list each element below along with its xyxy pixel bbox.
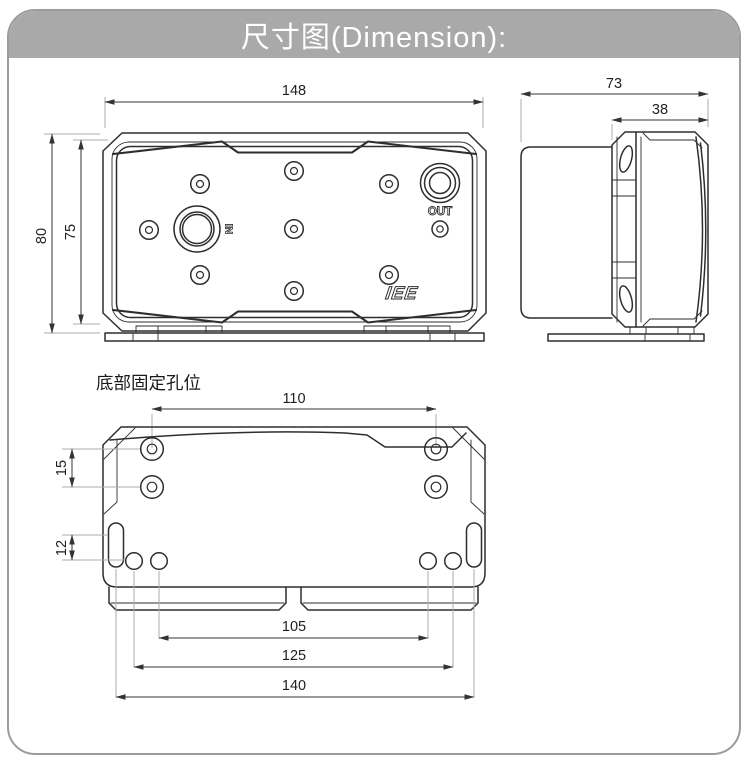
brand-logo: IEE	[384, 283, 419, 303]
front-inner-border-thin	[111, 141, 478, 323]
page-title: 尺寸图(Dimension):	[240, 21, 508, 54]
bottom-tabs	[108, 586, 479, 611]
dim-110: 110	[151, 391, 437, 448]
dim-80: 80	[34, 133, 100, 334]
left-slot	[107, 522, 125, 568]
right-slot	[465, 522, 483, 568]
bottom-plate-outline	[102, 426, 486, 588]
bottom-left-fold	[103, 427, 136, 515]
dim-label-73: 73	[606, 76, 622, 92]
dim-125: 125	[133, 648, 454, 670]
out-port: OUT	[419, 162, 461, 218]
header-bar: 尺寸图(Dimension):	[9, 11, 739, 58]
dim-105: 105	[158, 619, 429, 641]
dim-label-38: 38	[652, 102, 668, 118]
dim-label-75: 75	[63, 224, 79, 240]
dim-label-105: 105	[282, 619, 306, 635]
front-bottom-accent	[111, 308, 478, 324]
mounting-holes	[139, 436, 449, 500]
front-top-accent	[111, 140, 478, 156]
side-view: 73 38	[520, 76, 709, 342]
dim-label-15: 15	[54, 460, 70, 476]
dim-140: 140	[115, 678, 475, 700]
dim-148: 148	[104, 83, 484, 128]
front-screw-holes	[138, 160, 449, 302]
dim-38: 38	[611, 102, 709, 140]
bottom-top-contour	[109, 431, 467, 448]
dim-15: 15	[54, 448, 140, 488]
dim-label-12: 12	[54, 540, 70, 556]
dim-label-80: 80	[34, 228, 50, 244]
bottom-right-fold	[452, 427, 485, 515]
bottom-view-title: 底部固定孔位	[96, 373, 201, 393]
side-base-plate	[547, 326, 705, 342]
front-inner-border-thick	[115, 145, 474, 319]
front-base-plate	[104, 325, 485, 342]
out-port-label: OUT	[428, 206, 452, 218]
dim-73: 73	[520, 76, 709, 142]
in-port-label: IN	[223, 224, 235, 235]
dim-label-125: 125	[282, 648, 306, 664]
front-view: 148 80 75	[34, 83, 487, 342]
dim-label-140: 140	[282, 678, 306, 694]
bottom-view: 底部固定孔位 110	[54, 373, 486, 700]
dim-12: 12	[54, 534, 125, 561]
in-port: IN	[173, 205, 235, 253]
dim-label-110: 110	[282, 391, 305, 407]
small-holes	[124, 551, 463, 571]
front-body-outline	[102, 132, 487, 332]
dim-75: 75	[63, 139, 108, 325]
gearbox-housing	[611, 131, 709, 328]
bottom-extension-lines	[115, 569, 475, 697]
dim-label-148: 148	[282, 83, 306, 99]
motor-cylinder	[520, 146, 613, 319]
